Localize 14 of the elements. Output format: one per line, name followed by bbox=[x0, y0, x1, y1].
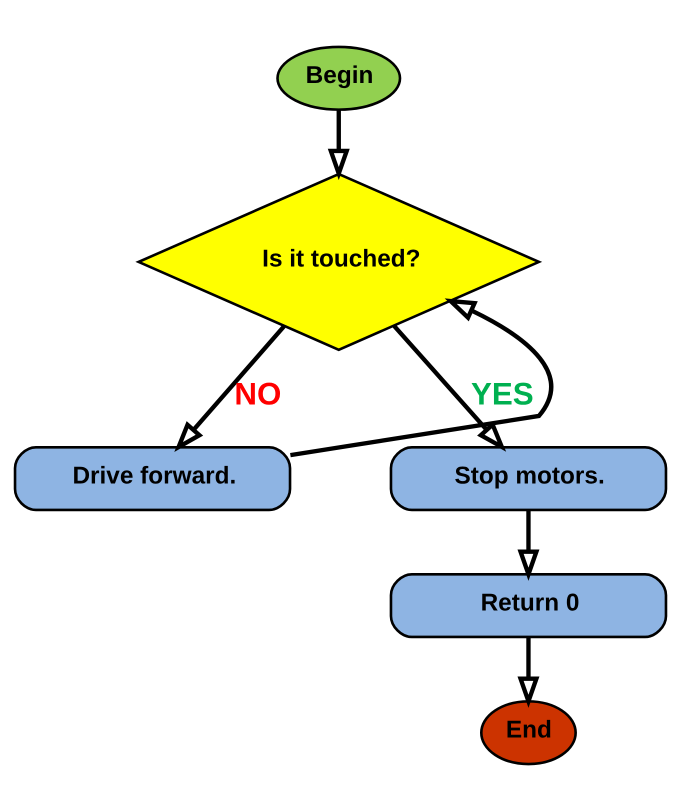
node-ellipse: End bbox=[480, 700, 577, 766]
node-ellipse: Begin bbox=[276, 46, 402, 111]
node-box: Drive forward. bbox=[14, 446, 292, 512]
arrow bbox=[392, 324, 506, 452]
arrow bbox=[517, 510, 540, 581]
node-box: Return 0 bbox=[390, 573, 668, 638]
arrow bbox=[174, 325, 286, 452]
edge-label: YES bbox=[471, 376, 534, 412]
edge-label: NO bbox=[234, 376, 282, 412]
node-diamond: Is it touched? bbox=[135, 172, 542, 352]
arrow bbox=[517, 637, 540, 708]
node-box: Stop motors. bbox=[390, 446, 668, 512]
arrow bbox=[290, 298, 554, 458]
arrow bbox=[328, 110, 350, 180]
